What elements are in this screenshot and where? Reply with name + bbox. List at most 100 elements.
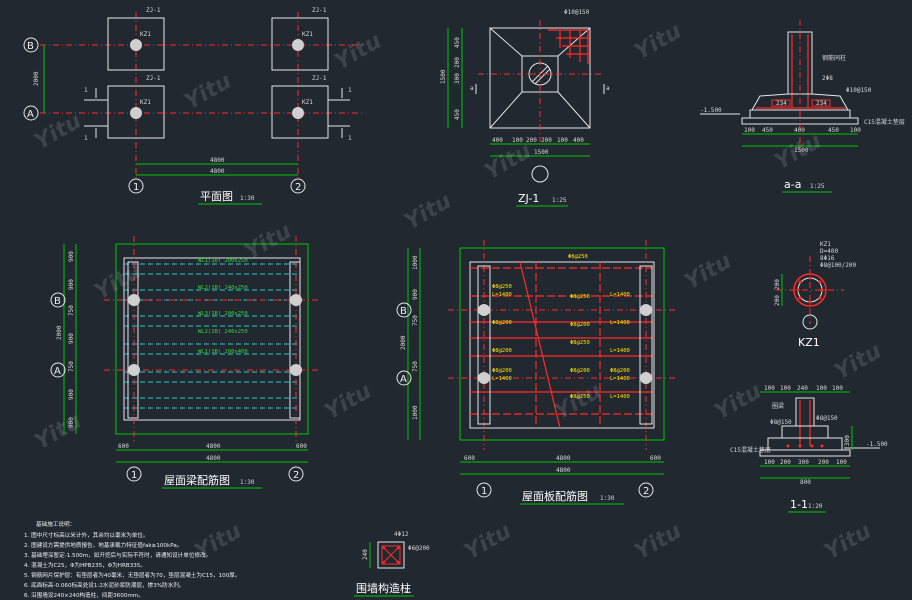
plan-section-mark: 1 xyxy=(84,87,88,94)
aa-label-bed: C15混凝土垫层 xyxy=(864,118,905,126)
sec11-label-2: Φ8@150 xyxy=(816,415,838,422)
svg-text:600: 600 xyxy=(464,455,475,462)
svg-text:100: 100 xyxy=(850,127,861,134)
svg-text:ZJ-1: ZJ-1 xyxy=(146,75,161,82)
svg-text:200: 200 xyxy=(818,459,829,466)
zj1-dim-side-total: 1500 xyxy=(440,69,447,84)
beam-dim-left-total: 2000 xyxy=(56,325,63,340)
svg-text:100: 100 xyxy=(832,385,843,392)
svg-text:1: 1 xyxy=(348,87,352,94)
svg-text:400: 400 xyxy=(573,137,584,144)
notes-line-7: 6. 沿围墙设240×240构造柱，间距3600mm。 xyxy=(24,591,144,599)
slab-rebar-8: L=1400 xyxy=(492,376,512,382)
svg-text:1: 1 xyxy=(481,486,487,497)
slab-rebar-1: Φ8@250 xyxy=(492,284,512,290)
svg-text:240: 240 xyxy=(797,385,808,392)
svg-text:100: 100 xyxy=(557,137,568,144)
svg-text:B: B xyxy=(54,296,61,307)
svg-text:Yitu: Yitu xyxy=(821,519,877,565)
svg-text:100: 100 xyxy=(512,137,523,144)
plan-dim-vert: 2000 xyxy=(33,71,40,86)
svg-text:KZ1: KZ1 xyxy=(140,99,151,106)
plan-axis-2: 2 xyxy=(295,182,301,193)
plan-title: 平面图 xyxy=(200,190,233,203)
ring-column-detail: 4Φ12 Φ6@200 240 围墙构造柱 1: xyxy=(354,531,430,597)
svg-text:Yitu: Yitu xyxy=(191,519,247,565)
svg-text:A: A xyxy=(54,366,61,377)
notes-line-6: 6. 底面标高-0.060标高处设1:2水泥砂浆防潮层，掺3%防水剂。 xyxy=(24,581,185,589)
zj1-title: ZJ-1 xyxy=(518,192,539,205)
svg-text:KZ1: KZ1 xyxy=(820,241,831,248)
svg-text:Yitu: Yitu xyxy=(181,69,237,115)
ring-col-title: 围墙构造柱 xyxy=(356,581,411,595)
svg-text:600: 600 xyxy=(118,443,129,450)
zj1-rebar-label: Φ10@150 xyxy=(564,9,590,16)
svg-text:KZ1: KZ1 xyxy=(302,99,313,106)
beam-rebar-plan: WL1(1B) 200x250 WL2(1B) 240x250 WL3(1B) … xyxy=(50,236,320,489)
aa-label-top: 钢筋同柱 xyxy=(822,54,846,62)
notes-line-4: 4. 混凝土为C25，Φ为HPB235，Φ为HRB335。 xyxy=(24,561,146,569)
sec11-label-3: Φ8@150 xyxy=(770,419,792,426)
svg-text:4800: 4800 xyxy=(556,467,571,474)
section-aa: 234 234 钢筋同柱 2Φ8 Φ10@150 C15混凝土垫层 -1.500… xyxy=(700,20,905,193)
beam-wl-1: WL1(1B) 200x250 xyxy=(198,258,248,264)
svg-text:Yitu: Yitu xyxy=(461,519,517,565)
slab-rebar-3: L=1400 xyxy=(492,292,512,298)
svg-text:B: B xyxy=(400,306,407,317)
plan-dim-total: 4800 xyxy=(210,157,225,164)
svg-text:200: 200 xyxy=(454,57,461,68)
notes-heading: 基础施工说明： xyxy=(36,520,75,528)
sec11-label-bed: C15混凝土垫层 xyxy=(730,446,771,454)
svg-text:450: 450 xyxy=(762,127,773,134)
svg-text:300: 300 xyxy=(454,73,461,84)
aa-scale: 1:25 xyxy=(810,183,825,190)
svg-text:Φ8@200: Φ8@200 xyxy=(570,368,590,374)
slab-rebar-2: Φ8@200 xyxy=(492,320,512,326)
beam-lines xyxy=(124,263,300,409)
svg-text:400: 400 xyxy=(794,127,805,134)
svg-text:900: 900 xyxy=(68,279,75,290)
aa-label-2: 2Φ8 xyxy=(822,75,833,82)
notes-line-1: 1. 图中尺寸标高以米计外，其余均以毫米为单位。 xyxy=(24,531,149,539)
svg-text:900: 900 xyxy=(68,333,75,344)
svg-text:1000: 1000 xyxy=(412,405,419,420)
svg-text:Yitu: Yitu xyxy=(681,249,737,295)
svg-text:L=1400: L=1400 xyxy=(610,376,630,382)
svg-text:Yitu: Yitu xyxy=(331,29,387,75)
plan-axis-b: B xyxy=(27,41,34,52)
svg-text:Yitu: Yitu xyxy=(711,379,767,425)
notes-line-2: 2. 图建设方需提供地质报告，地基承载力特征值fak≥100kPa。 xyxy=(24,541,182,549)
plan-scale: 1:30 xyxy=(240,195,255,202)
aa-title: a-a xyxy=(784,178,801,191)
svg-text:200: 200 xyxy=(526,137,537,144)
svg-text:450: 450 xyxy=(828,127,839,134)
svg-text:1: 1 xyxy=(84,135,88,142)
svg-text:Yitu: Yitu xyxy=(831,339,887,385)
section-11: 100 100 240 100 100 圈梁 Φ8@150 Φ8@150 C15… xyxy=(730,385,888,513)
svg-text:234: 234 xyxy=(816,100,827,107)
beam-wl-4: WL2(1B) 240x250 xyxy=(198,329,248,335)
svg-text:ZJ-1: ZJ-1 xyxy=(312,7,327,14)
svg-text:ZJ-1: ZJ-1 xyxy=(312,75,327,82)
slab-rebar-6: Φ8@250 xyxy=(570,340,590,346)
plan-axis-1: 1 xyxy=(133,182,139,193)
aa-dim-bottom: 1500 xyxy=(794,147,809,154)
svg-text:4800: 4800 xyxy=(210,168,225,175)
watermark: Yitu xyxy=(31,109,87,155)
slab-rebar-0: Φ8@250 xyxy=(568,254,588,260)
sec11-scale: 1:20 xyxy=(808,503,823,510)
slab-dim-left-total: 2000 xyxy=(400,335,407,350)
ring-col-dim: 240 xyxy=(362,549,369,560)
svg-text:100: 100 xyxy=(744,127,755,134)
zj1-rebar-grid xyxy=(548,29,589,64)
aa-tag-234: 234 xyxy=(776,100,787,107)
svg-text:750: 750 xyxy=(412,361,419,372)
beam-wl-2: WL2(1B) 240x250 xyxy=(198,285,248,291)
svg-text:4800: 4800 xyxy=(556,455,571,462)
svg-text:2: 2 xyxy=(643,486,649,497)
svg-text:600: 600 xyxy=(296,443,307,450)
sec11-label-1: 圈梁 xyxy=(772,402,784,410)
svg-text:KZ1: KZ1 xyxy=(302,31,313,38)
svg-text:A: A xyxy=(400,374,407,385)
